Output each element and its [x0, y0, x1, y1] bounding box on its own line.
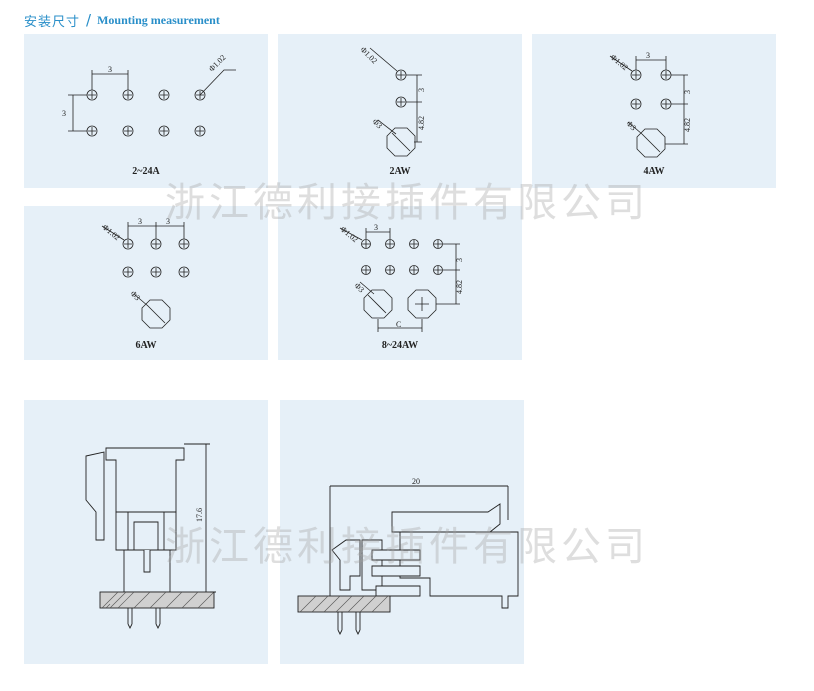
section-header: 安装尺寸 / Mounting measurement [24, 10, 220, 30]
dim-peg-dia: Φ3 [371, 117, 384, 130]
dim-pitch-y: 3 [62, 109, 66, 118]
side-view-drawing: 17.6 [85, 443, 216, 630]
dim-hole-dia: Φ1.02 [609, 53, 630, 73]
dim-peg-offset: 4.82 [455, 280, 464, 294]
panel-4aw: 3 3 Φ1.02 Φ3 4.82 4AW [532, 34, 776, 188]
header-separator: / [86, 11, 92, 29]
label-6aw: 6AW [135, 340, 157, 351]
footprint-2aw-drawing: Φ1.02 3 Φ3 4.82 [359, 45, 426, 157]
dim-pitch-x: 3 [646, 51, 650, 60]
footprint-2-24a-drawing: 3 3 Φ1.02 [62, 53, 236, 137]
dim-peg-dia: Φ3 [625, 119, 638, 132]
dim-peg-spacing: C [396, 320, 401, 329]
panel-8-24aw: 3 3 4.82 Φ1.02 Φ3 C 8~24AW [278, 206, 522, 360]
label-8-24aw: 8~24AW [381, 340, 419, 351]
label-2-24a: 2~24A [132, 166, 160, 177]
footprint-6aw-drawing: 3 3 Φ1.02 Φ3 [101, 217, 190, 329]
dim-overall-width: 20 [412, 477, 420, 486]
dim-pitch-x1: 3 [138, 217, 142, 226]
panel-6aw: 3 3 Φ1.02 Φ3 6AW [24, 206, 268, 360]
panel-2-24a: 3 3 Φ1.02 2~24A [24, 34, 268, 188]
front-view-drawing: 20 [297, 477, 519, 636]
side-view-panel: 17.6 [24, 400, 268, 664]
footprint-4aw-drawing: 3 3 Φ1.02 Φ3 4.82 [609, 51, 692, 158]
dim-peg-dia: Φ3 [353, 281, 366, 294]
dim-pitch-x2: 3 [166, 217, 170, 226]
dim-pitch: 3 [417, 88, 426, 92]
dim-pitch-x: 3 [108, 65, 112, 74]
dim-pitch-x: 3 [374, 223, 378, 232]
dim-hole-dia: Φ1.02 [101, 223, 122, 243]
dim-pitch-y: 3 [455, 258, 464, 262]
dim-peg-offset: 4.82 [683, 118, 692, 132]
dim-peg-dia: Φ3 [129, 289, 142, 302]
header-title-zh: 安装尺寸 [24, 14, 81, 30]
dim-hole-dia: Φ1.02 [359, 45, 379, 65]
dim-peg-offset: 4.82 [417, 116, 426, 130]
header-title-en: Mounting measurement [97, 12, 220, 27]
label-4aw: 4AW [643, 166, 665, 177]
dim-hole-dia: Φ1.02 [339, 225, 360, 245]
dim-overall-height: 17.6 [195, 508, 204, 522]
front-view-panel: 20 [280, 400, 524, 664]
panel-2aw: Φ1.02 3 Φ3 4.82 2AW [278, 34, 522, 188]
label-2aw: 2AW [389, 166, 411, 177]
dim-pitch-y: 3 [683, 90, 692, 94]
footprint-8-24aw-drawing: 3 3 4.82 Φ1.02 Φ3 C [339, 223, 464, 332]
